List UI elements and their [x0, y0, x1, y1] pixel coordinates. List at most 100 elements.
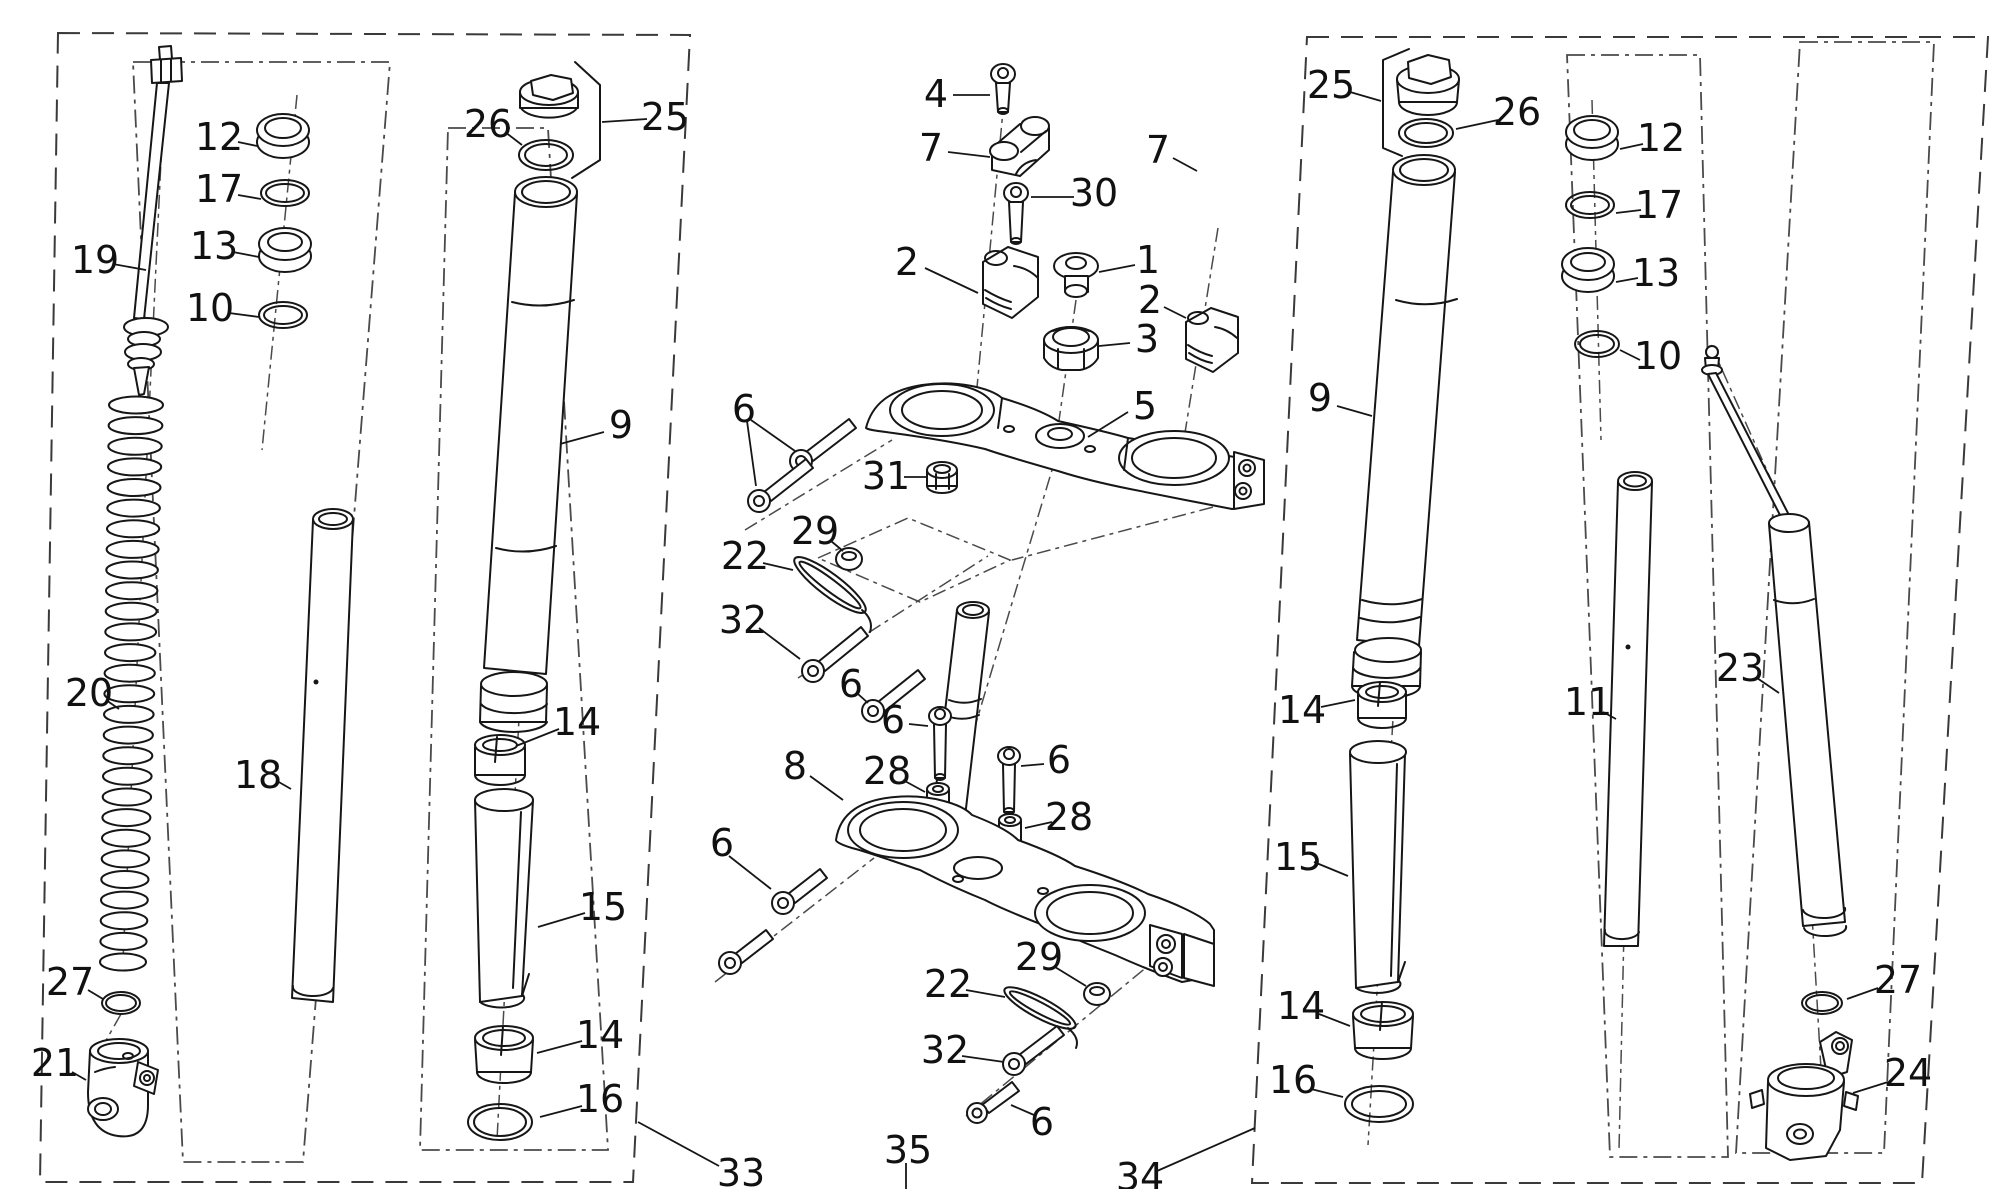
callout-6: 6 [710, 821, 734, 865]
handlebar-clamp-7-left [989, 116, 1050, 177]
leader-line-14 [515, 728, 560, 747]
riser-lower-2-right [1185, 307, 1239, 373]
leader-line-17 [1615, 209, 1642, 214]
leader-line-6 [1010, 1104, 1035, 1116]
callout-9: 9 [1308, 376, 1332, 420]
spring-coil [100, 870, 150, 889]
fork-spring-20 [99, 395, 164, 972]
leader-line-27 [87, 989, 104, 1000]
washer-16-right [1344, 1085, 1414, 1123]
leader-line-29 [830, 540, 844, 552]
oil-seal-12-left [256, 113, 310, 159]
fork-outer-tube-9-right [1351, 154, 1458, 699]
leader-line-27 [1846, 987, 1879, 1000]
slide-bushing-14-right-lower [1352, 1001, 1414, 1060]
callout-17: 17 [1635, 183, 1683, 227]
spring-coil [104, 622, 158, 642]
fork-cap-25-left [519, 61, 601, 179]
callout-15: 15 [579, 885, 627, 929]
callout-8: 8 [783, 744, 807, 788]
spring-coil [108, 395, 164, 415]
callout-2: 2 [1138, 278, 1162, 322]
safety-wire-22-top [793, 556, 872, 633]
callout-13: 13 [1632, 251, 1680, 295]
callout-24: 24 [1884, 1051, 1932, 1095]
leader-line-6 [728, 855, 772, 890]
bushing-guard-15-left [474, 788, 534, 1009]
leader-line-9 [559, 431, 605, 445]
leader-line-10 [1619, 349, 1641, 361]
axle-clamp-21 [87, 1038, 159, 1138]
leader-line-6 [746, 420, 757, 487]
leader-line-22 [965, 989, 1006, 998]
callout-27: 27 [1874, 958, 1922, 1002]
leader-line-6 [1020, 763, 1045, 767]
leader-line-15 [537, 912, 586, 928]
inner-box-right-11 [1566, 54, 1729, 1158]
leader-line-6 [908, 723, 929, 727]
damper-rod-19 [123, 45, 183, 396]
leader-line-21 [71, 1071, 87, 1081]
spring-coil [103, 663, 156, 683]
spring-coil [103, 704, 155, 724]
callout-6: 6 [839, 662, 863, 706]
leader-line-22 [762, 562, 794, 571]
leader-line-5 [1087, 411, 1129, 438]
flanged-nut-29-bottom [1083, 982, 1111, 1006]
leader-line-28 [902, 779, 926, 793]
leader-line-3 [1098, 342, 1131, 347]
spring-coil [100, 849, 151, 869]
spring-coil [101, 787, 153, 807]
callout-19: 19 [71, 238, 119, 282]
leader-line-6 [857, 693, 869, 704]
wire-bolt-32-bottom [1002, 1025, 1065, 1076]
callout-35: 35 [884, 1128, 932, 1172]
axle-clamp-24 [1749, 1031, 1859, 1161]
callout-12: 12 [1637, 116, 1685, 160]
callout-10: 10 [1634, 334, 1682, 378]
callout-5: 5 [1133, 384, 1157, 428]
callout-28: 28 [863, 749, 911, 793]
callout-25: 25 [1307, 63, 1355, 107]
spring-coil [102, 746, 154, 766]
bottom-clamp-8 [835, 795, 1215, 987]
callout-30: 30 [1070, 171, 1118, 215]
callout-14: 14 [1277, 984, 1325, 1028]
seal-spacer-13-left [258, 227, 312, 273]
o-ring-27-right [1801, 991, 1843, 1015]
callout-28: 28 [1045, 795, 1093, 839]
pinch-bolt-6-lower-2 [718, 929, 774, 975]
leader-line-17 [237, 194, 262, 200]
cartridge-tube-18 [291, 508, 354, 1003]
callout-32: 32 [719, 598, 767, 642]
spring-coil [101, 808, 152, 828]
callout-22: 22 [924, 962, 972, 1006]
spring-coil [105, 581, 159, 601]
leader-line-2 [1163, 306, 1187, 319]
o-ring-26-left [518, 139, 574, 171]
left-assembly-dashed-box [38, 31, 692, 1183]
o-ring-10-right [1574, 330, 1620, 358]
leader-line-10 [228, 312, 260, 318]
callout-29: 29 [1015, 935, 1063, 979]
callout-3: 3 [1135, 317, 1159, 361]
leader-line-12 [237, 141, 258, 147]
callout-bracket-25-left [571, 61, 601, 179]
leader-line-25 [601, 118, 648, 123]
leader-line-15 [1313, 861, 1349, 877]
inner-box-left-b [419, 127, 609, 1151]
callout-16: 16 [1269, 1058, 1317, 1102]
o-ring-17-left [260, 179, 310, 207]
spring-coil [104, 643, 157, 663]
leader-line-16 [539, 1105, 583, 1118]
leader-line-14 [1320, 699, 1356, 708]
leader-line-2 [924, 267, 979, 294]
stem-bolt-6-right [997, 746, 1021, 815]
leader-line-14 [1318, 1013, 1351, 1027]
leader-line-34 [1156, 1127, 1256, 1172]
callout-10: 10 [186, 286, 234, 330]
o-ring-27-left [101, 991, 141, 1015]
callout-23: 23 [1716, 646, 1764, 690]
